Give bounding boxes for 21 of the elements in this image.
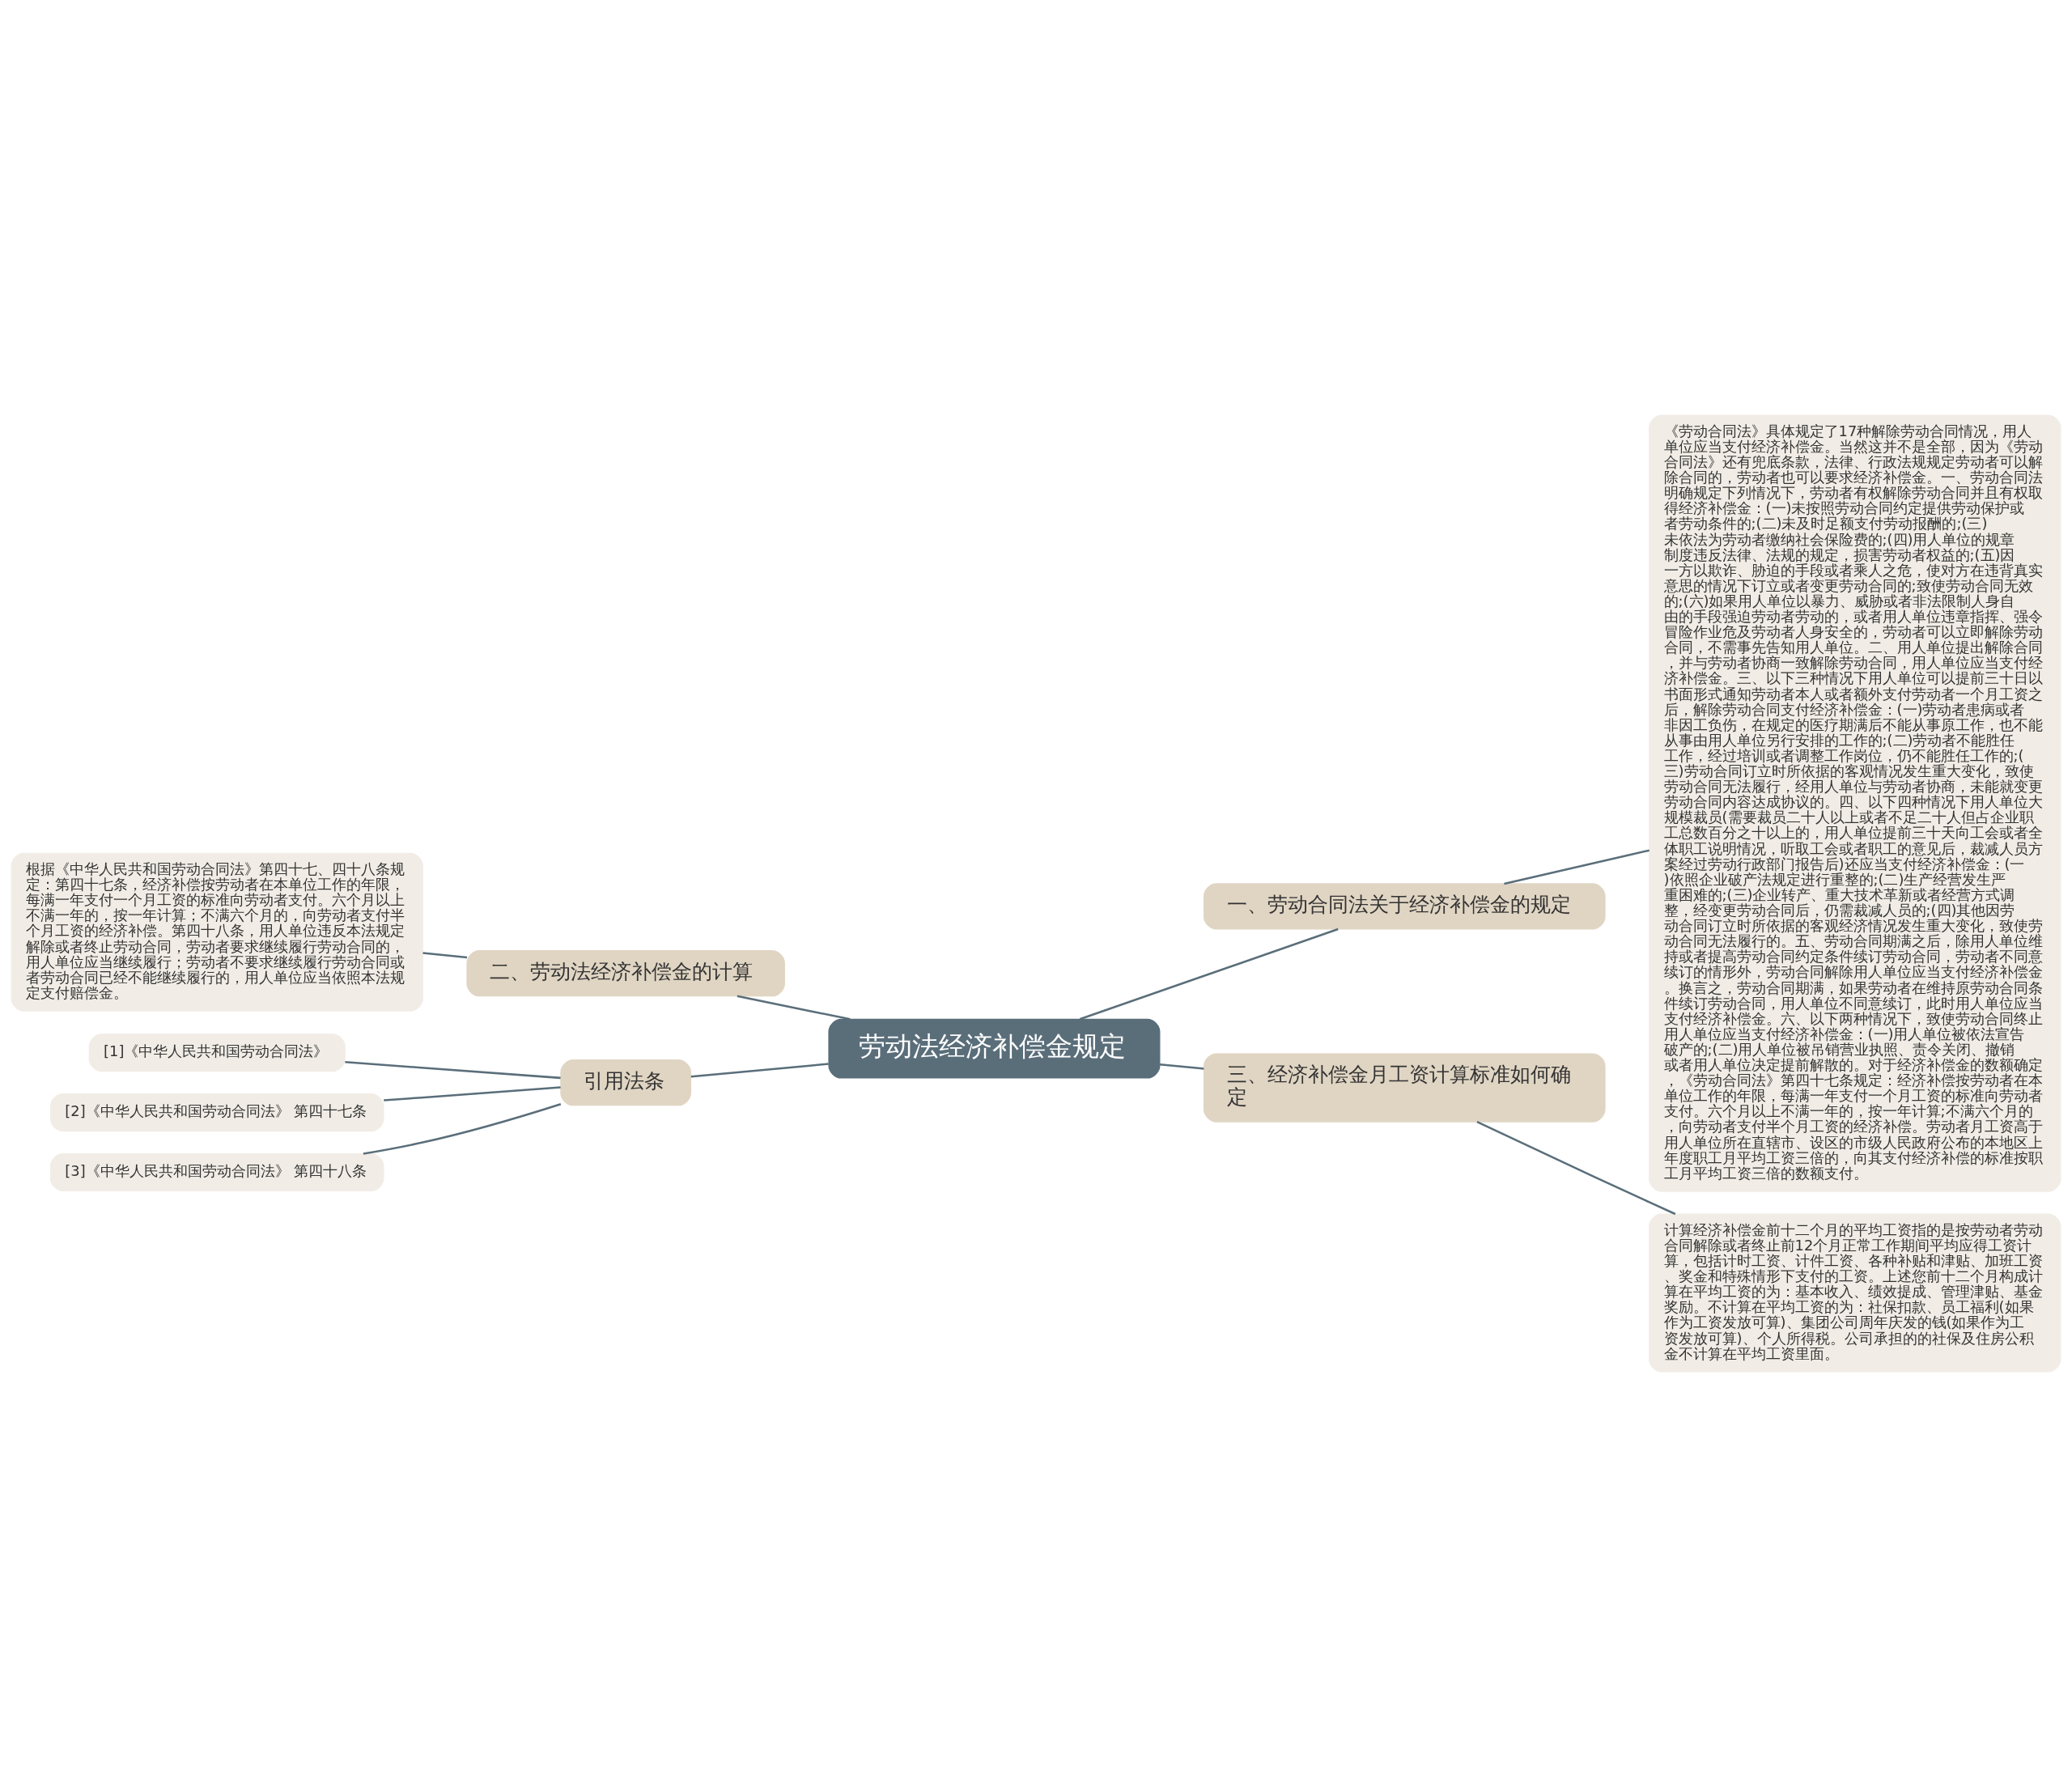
connector	[1079, 927, 1339, 1021]
connector	[363, 1103, 562, 1155]
node-box: [3]《中华人民共和国劳动合同法》 第四十八条	[49, 1152, 384, 1192]
connector	[1504, 849, 1650, 885]
connector	[737, 995, 851, 1021]
connector	[422, 952, 468, 959]
node-box: 一、劳动合同法关于经济补偿金的规定	[1203, 883, 1606, 930]
node-box: [1]《中华人民共和国劳动合同法》	[88, 1034, 346, 1072]
connector	[690, 1063, 829, 1078]
node-box: 劳动法经济补偿金规定	[828, 1018, 1161, 1079]
connector	[384, 1086, 561, 1101]
node-box: 根据《中华人民共和国劳动合同法》第四十七、四十八条规定：第四十七条，经济补偿按劳动者在本单位工作的年限，每满一年支付一个月工资的标准向劳动者支付。六个月以上不满一年的，按一年计算；不满六个月的，向劳动者支付半个月工资的经济补偿。第四十八条，用人单位违反本法规定解除或者终止劳动合同，劳动者要求继续履行劳动合同的，用人单位应当继续履行；劳动者不要求继续履行劳动合同或者劳动合同已经不能继续履行的，用人单位应当依照本法规定支付赔偿金。	[11, 852, 423, 1012]
node-box: 二、劳动法经济补偿金的计算	[466, 950, 785, 997]
node-box: 计算经济补偿金前十二个月的平均工资指的是按劳动者劳动合同解除或者终止前12个月正常工作期间平均应得工资计算，包括计时工资、计件工资、各种补贴和津贴、加班工资、奖金和特殊情形下支付的工资。上述您前十二个月构成计算在平均工资的为：基本收入、绩效提成、管理津贴、基金奖励。不计算在平均工资的为：社保扣款、员工福利(如果作为工资发放可算)、集团公司周年庆发的钱(如果作为工资发放可算)、个人所得税。公司承担的的社保及住房公积金不计算在平均工资里面。	[1649, 1213, 2061, 1373]
node-box: 三、经济补偿金月工资计算标准如何确定	[1203, 1053, 1606, 1123]
connector	[345, 1061, 561, 1080]
node-box: 《劳动合同法》具体规定了17种解除劳动合同情况，用人单位应当支付经济补偿金。当然这并不是全部，因为《劳动合同法》还有兜底条款，法律、行政法规规定劳动者可以解除合同的，劳动者也可以要求经济补偿金。一、劳动合同法明确规定下列情况下，劳动者有权解除劳动合同并且有权取得经济补偿金：(一)未按照劳动合同约定提供劳动保护或者劳动条件的;(二)未及时足额支付劳动报酬的;(三)未依法为劳动者缴纳社会保险费的;(四)用人单位的规章制度违反法律、法规的规定，损害劳动者权益的;(五)因一方以欺诈、胁迫的手段或者乘人之危，使对方在违背真实意思的情况下订立或者变更劳动合同的;致使劳动合同无效的;(六)如果用人单位以暴力、威胁或者非法限制人身自由的手段强迫劳动者劳动的，或者用人单位违章指挥、强令冒险作业危及劳动者人身安全的，劳动者可以立即解除劳动合同，不需事先告知用人单位。二、用人单位提出解除合同，并与劳动者协商一致解除劳动合同，用人单位应当支付经济补偿金。三、以下三种情况下用人单位可以提前三十日以书面形式通知劳动者本人或者额外支付劳动者一个月工资之后，解除劳动合同支付经济补偿金：(一)劳动者患病或者非因工负伤，在规定的医疗期满后不能从事原工作，也不能从事由用人单位另行安排的工作的;(二)劳动者不能胜任工作，经过培训或者调整工作岗位，仍不能胜任工作的;(三)劳动合同订立时所依据的客观情况发生重大变化，致使劳动合同无法履行，经用人单位与劳动者协商，未能就变更劳动合同内容达成协议的。四、以下四种情况下用人单位大规模裁员(需要裁员二十人以上或者不足二十人但占企业职工总数百分之十以上的，用人单位提前三十天向工会或者全体职工说明情况，听取工会或者职工的意见后，裁减人员方案经过劳动行政部门报告后)还应当支付经济补偿金：(一)依照企业破产法规定进行重整的;(二)生产经营发生严重困难的;(三)企业转产、重大技术革新或者经营方式调整，经变更劳动合同后，仍需裁减人员的;(四)其他因劳动合同订立时所依据的客观经济情况发生重大变化，致使劳动合同无法履行的。五、劳动合同期满之后，除用人单位维持或者提高劳动合同约定条件续订劳动合同，劳动者不同意续订的情形外，劳动合同解除用人单位应当支付经济补偿金。换言之，劳动合同期满，如果劳动者在维持原劳动合同条件续订劳动合同，用人单位不同意续订，此时用人单位应当支付经济补偿金。六、以下两种情况下，致使劳动合同终止用人单位应当支付经济补偿金：(一)用人单位被依法宣告破产的;(二)用人单位被吊销营业执照、责令关闭、撤销或者用人单位决定提前解散的。对于经济补偿金的数额确定，《劳动合同法》第四十七条规定：经济补偿按劳动者在本单位工作的年限，每满一年支付一个月工资的标准向劳动者支付。六个月以上不满一年的，按一年计算;不满六个月的，向劳动者支付半个月工资的经济补偿。劳动者月工资高于用人单位所在直辖市、设区的市级人民政府公布的本地区上年度职工月平均工资三倍的，向其支付经济补偿的标准按职工月平均工资三倍的数额支付。	[1649, 414, 2061, 1192]
node-box: 引用法条	[560, 1059, 691, 1106]
connector	[1159, 1063, 1204, 1070]
node-box: [2]《中华人民共和国劳动合同法》 第四十七条	[49, 1093, 384, 1132]
connector	[1476, 1121, 1676, 1216]
